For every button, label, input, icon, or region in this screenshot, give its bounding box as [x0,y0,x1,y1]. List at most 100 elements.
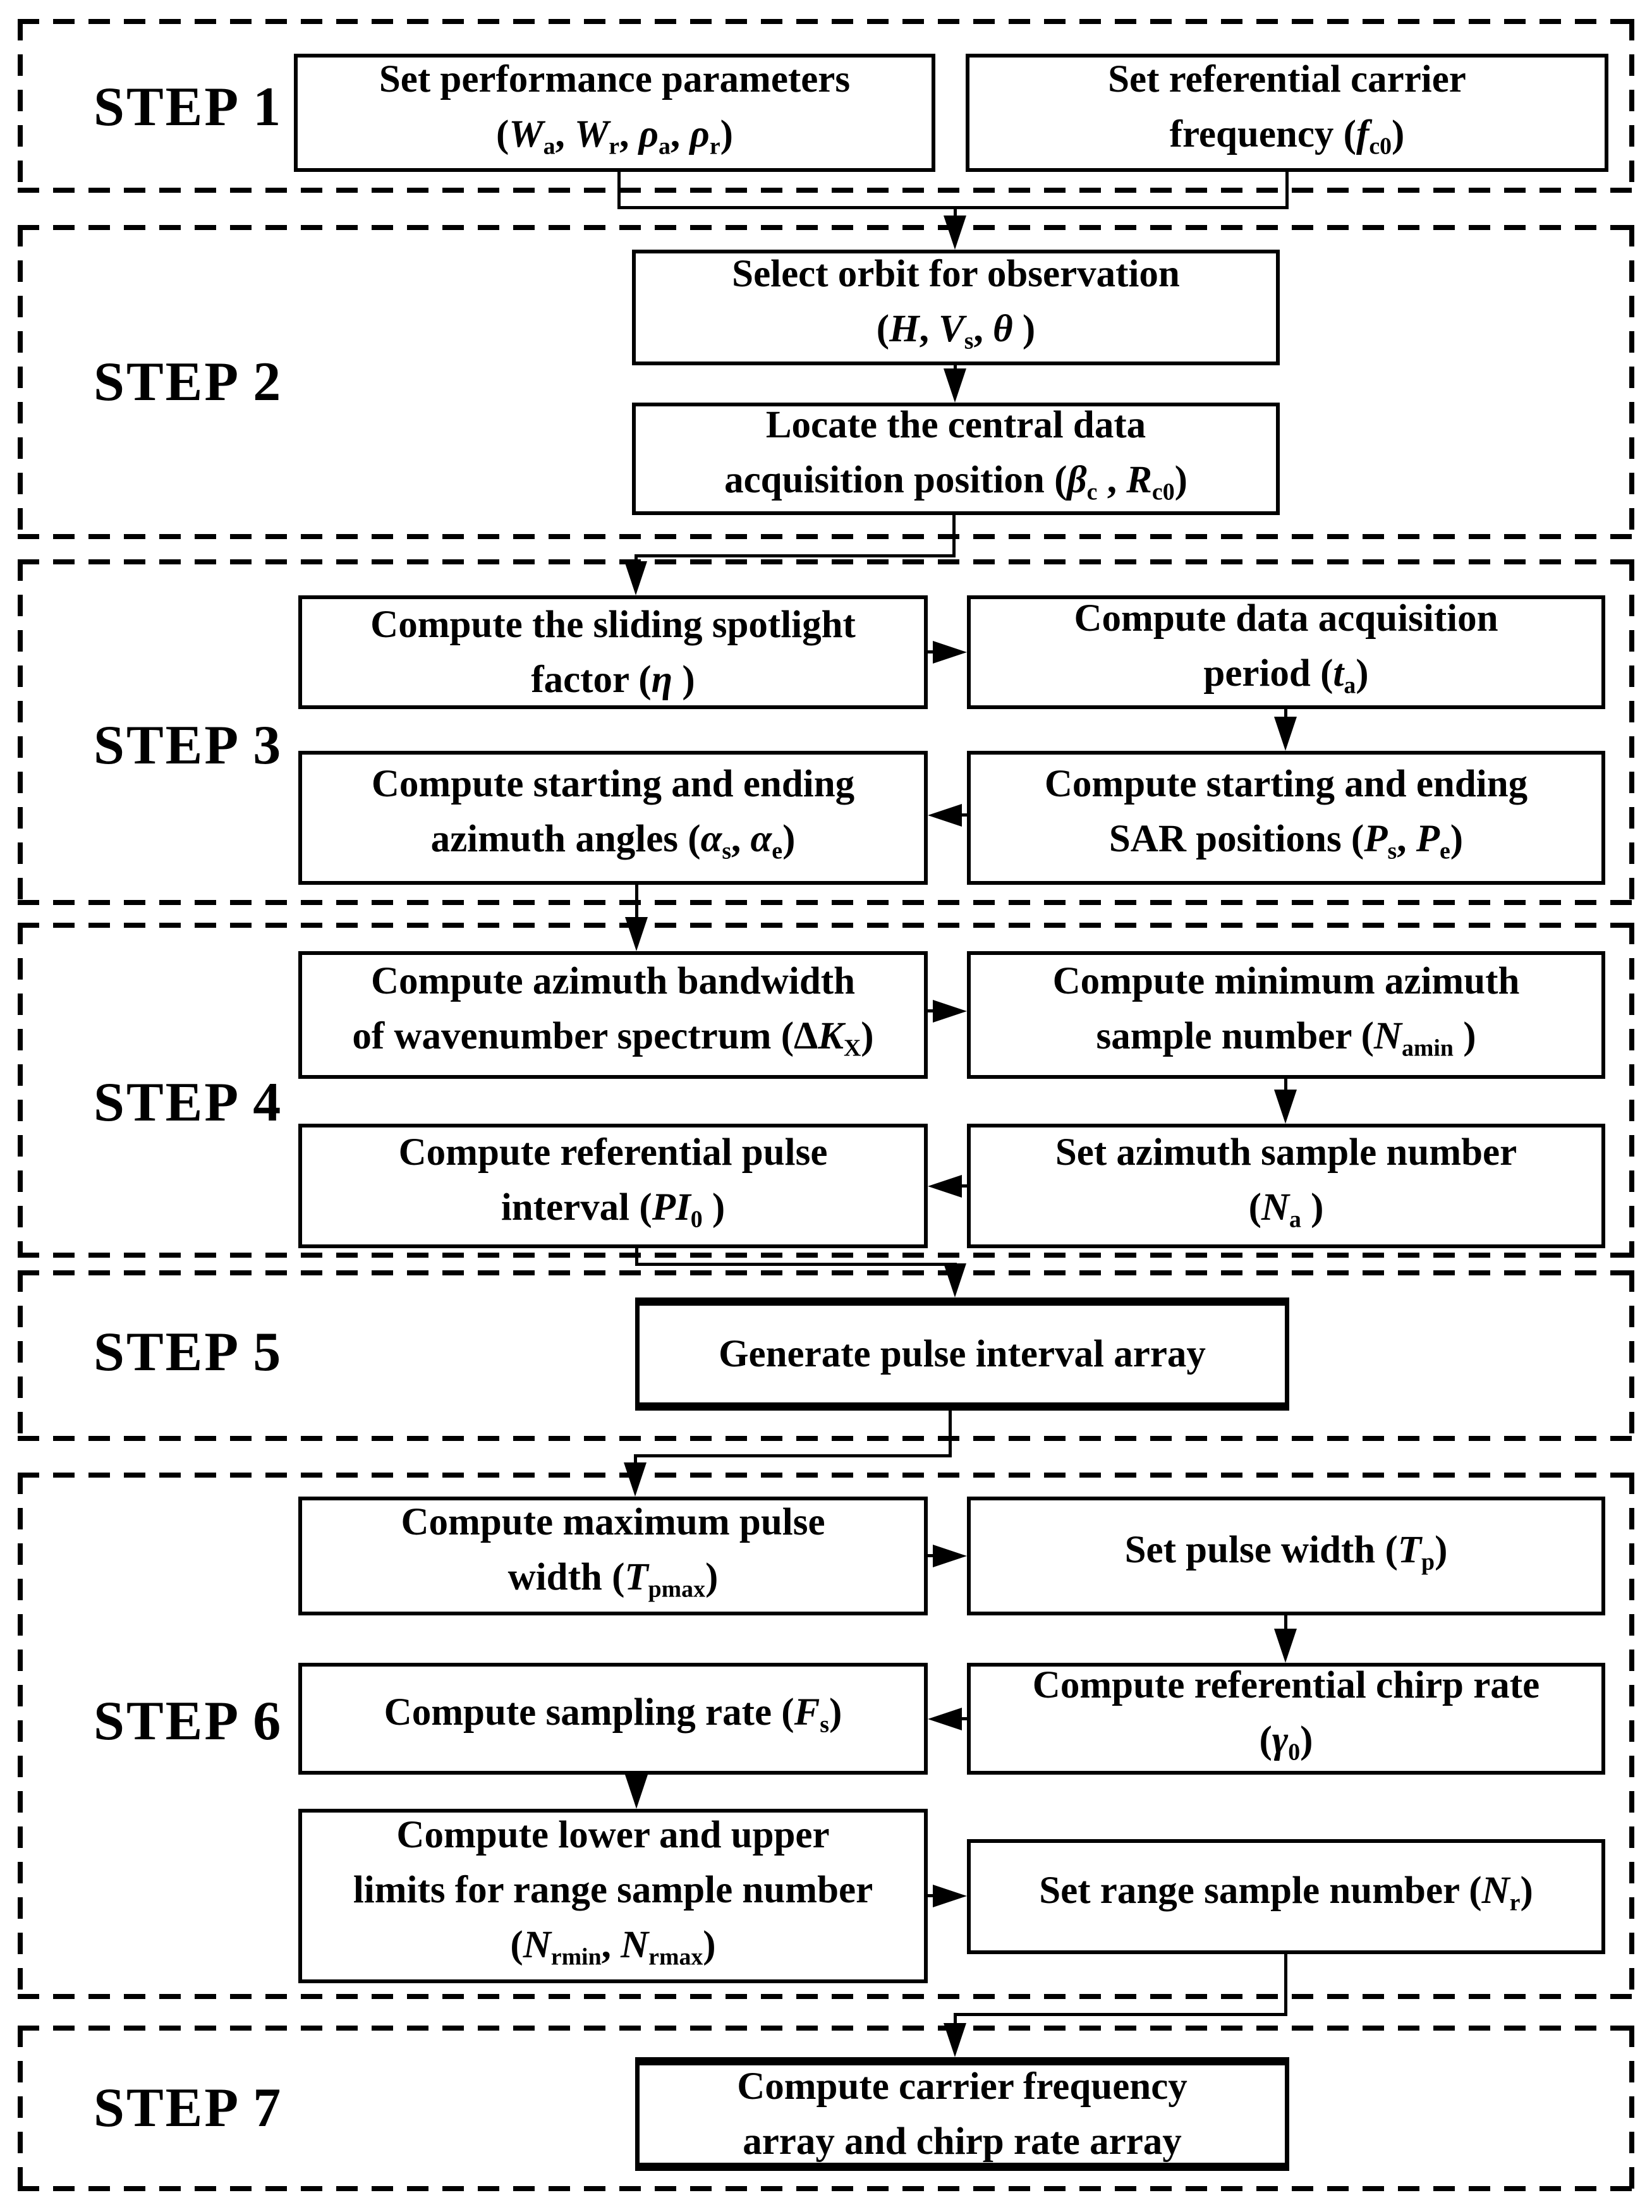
box-text-line: (Nrmin, Nrmax) [510,1923,716,1971]
box-text-line: Compute carrier frequency [737,2065,1187,2108]
arrowhead-down-icon [944,2023,966,2057]
arrowhead-right-icon [933,1885,967,1907]
box-text-line: Compute minimum azimuth [1052,960,1520,1003]
connector-chirprate-to-samplingrate [961,1717,968,1720]
box-text-line: SAR positions (Ps, Pe) [1108,818,1464,865]
box-text-line: Compute referential chirp rate [1032,1663,1540,1706]
box-text-line: (γ0) [1259,1718,1313,1766]
box-text-line: (Wa, Wr, ρa, ρr) [496,112,733,160]
connector-step5-to-step6 [634,1454,637,1464]
box-text-line: width (Tpmax) [507,1556,719,1603]
arrowhead-left-icon [928,1708,962,1730]
connector-step1-left-drop [617,172,621,209]
box-text-line: Generate pulse interval array [719,1333,1206,1375]
arrowhead-down-icon [1274,1090,1297,1124]
connector-step4-exit [635,1248,638,1266]
box-text-line: Compute starting and ending [371,763,855,806]
step5-label: STEP 5 [94,1322,283,1383]
box-text-line: array and chirp rate array [743,2120,1182,2163]
connector-step3-to-step4 [635,885,638,920]
box-text-line: Compute data acquisition [1074,597,1498,640]
box-text-line: Compute starting and ending [1044,763,1528,806]
step1-label: STEP 1 [94,76,283,138]
step7-label: STEP 7 [94,2077,283,2139]
connector-step6-exit [1284,1954,1287,2016]
box-text-line: azimuth angles (αs, αe) [430,818,796,865]
step6-label: STEP 6 [94,1691,283,1752]
connector-step6-jog [954,2013,1287,2016]
arrowhead-down-icon [1274,1629,1297,1663]
connector-step1-to-step2 [954,206,957,219]
connector-step5-exit [949,1411,952,1457]
connector-step5-jog [634,1454,952,1457]
box-text-line: Compute referential pulse [398,1131,828,1174]
box-compute-starting-ending-azimuth-angles: Compute starting and ending azimuth angl… [298,751,928,885]
arrowhead-down-icon [625,917,648,951]
box-select-orbit-for-observation: Select orbit for observation (H, Vs, θ ) [632,250,1280,365]
connector-width-to-chirprate [1284,1615,1287,1631]
box-locate-central-data-acquisition-position: Locate the central data acquisition posi… [632,403,1280,515]
box-text-line: Set performance parameters [379,58,851,100]
box-compute-sliding-spotlight-factor: Compute the sliding spotlight factor (η … [298,595,928,709]
step3-label: STEP 3 [94,715,283,776]
box-text-line: Set referential carrier [1108,58,1466,100]
box-set-referential-carrier-frequency: Set referential carrier frequency (fc0) [966,54,1608,172]
box-text-line: period (ta) [1203,652,1369,699]
box-text-line: Compute sampling rate (Fs) [384,1691,842,1738]
box-compute-minimum-azimuth-sample-number: Compute minimum azimuth sample number (N… [967,951,1605,1079]
box-text-line: (Na ) [1248,1186,1324,1233]
box-text-line: (H, Vs, θ ) [876,307,1036,355]
arrowhead-down-icon [624,1462,647,1497]
arrowhead-down-icon [944,368,966,403]
connector-step2-to-step3 [635,554,638,567]
connector-step6-to-step7 [954,2013,957,2024]
box-compute-referential-pulse-interval: Compute referential pulse interval (PI0 … [298,1124,928,1248]
box-set-range-sample-number: Set range sample number (Nr) [967,1839,1605,1954]
arrowhead-down-icon [944,1263,966,1297]
arrowhead-right-icon [933,641,967,664]
arrowhead-left-icon [928,804,962,827]
box-text-line: Locate the central data [765,404,1146,447]
box-text-line: Set range sample number (Nr) [1039,1869,1533,1916]
box-compute-maximum-pulse-width: Compute maximum pulse width (Tpmax) [298,1497,928,1615]
box-set-performance-parameters: Set performance parameters (Wa, Wr, ρa, … [294,54,935,172]
arrowhead-right-icon [933,1545,967,1567]
connector-step4-jog [635,1263,957,1266]
box-text-line: frequency (fc0) [1169,112,1405,160]
box-text-line: Set pulse width (Tp) [1124,1528,1448,1576]
connector-step2-exit [952,515,956,557]
box-set-azimuth-sample-number: Set azimuth sample number (Na ) [967,1124,1605,1248]
connector-step1-merge [617,206,1289,209]
arrowhead-left-icon [928,1175,962,1198]
box-text-line: Compute maximum pulse [401,1501,825,1544]
box-set-pulse-width: Set pulse width (Tp) [967,1497,1605,1615]
box-compute-carrier-frequency-and-chirp-rate-arrays: Compute carrier frequency array and chir… [635,2057,1289,2171]
box-text-line: Compute azimuth bandwidth [370,960,856,1003]
connector-positions-to-angles [961,813,968,817]
step4-label: STEP 4 [94,1072,283,1133]
box-generate-pulse-interval-array: Generate pulse interval array [635,1297,1289,1411]
box-text-line: sample number (Namin ) [1096,1015,1476,1062]
box-text-line: Compute the sliding spotlight [370,604,856,646]
box-compute-sampling-rate: Compute sampling rate (Fs) [298,1663,928,1775]
box-text-line: limits for range sample number [353,1868,873,1911]
connector-minsamples-to-samples [1284,1079,1287,1091]
box-text-line: of wavenumber spectrum (ΔKX) [352,1015,874,1062]
box-text-line: interval (PI0 ) [501,1186,726,1233]
box-compute-starting-ending-sar-positions: Compute starting and ending SAR position… [967,751,1605,885]
step2-label: STEP 2 [94,351,283,413]
box-text-line: Select orbit for observation [732,252,1180,295]
arrowhead-down-icon [944,216,966,250]
arrowhead-down-icon [624,561,647,595]
box-text-line: Compute lower and upper [396,1813,830,1856]
box-text-line: Set azimuth sample number [1055,1131,1517,1174]
arrowhead-down-icon [625,1775,648,1809]
connector-step2-jog [635,554,956,557]
box-compute-data-acquisition-period: Compute data acquisition period (ta) [967,595,1605,709]
box-text-line: acquisition position (βc , Rc0) [724,459,1187,506]
arrowhead-down-icon [1274,717,1297,751]
box-compute-referential-chirp-rate: Compute referential chirp rate (γ0) [967,1663,1605,1775]
connector-samples-to-interval [961,1184,968,1188]
box-compute-range-sample-number-limits: Compute lower and upper limits for range… [298,1809,928,1983]
